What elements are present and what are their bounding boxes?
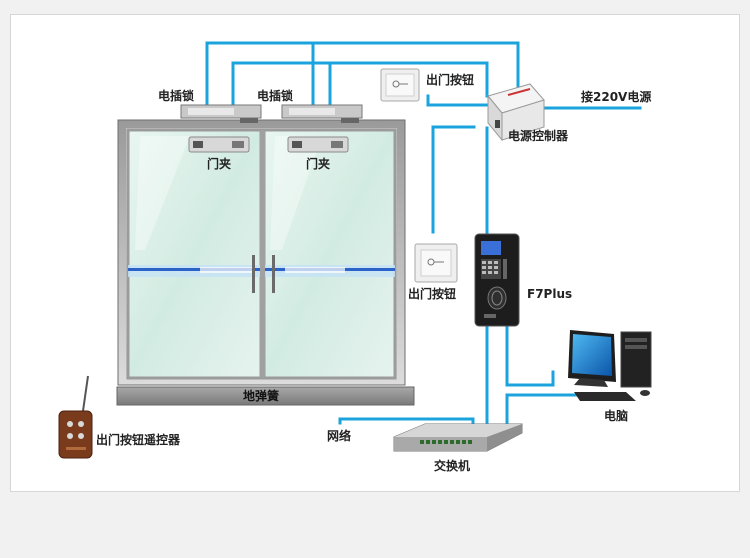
computer-label: 电脑 xyxy=(604,409,629,423)
exit-button-icon xyxy=(380,68,420,102)
lock-left-label: 电插锁 xyxy=(158,89,195,103)
switch-label: 交换机 xyxy=(434,459,471,473)
remote-label: 出门按钮遥控器 xyxy=(96,433,181,447)
wiring xyxy=(205,41,642,425)
electric-lock-icon xyxy=(281,104,363,123)
network-switch-icon xyxy=(393,423,523,452)
exit-button-icon xyxy=(414,243,458,283)
power-source-label: 接220V电源 xyxy=(581,90,652,104)
clamp-right-label: 门夹 xyxy=(306,157,331,171)
door-clamp-icon xyxy=(188,136,250,153)
remote-control-icon xyxy=(58,375,93,459)
power-controller-icon xyxy=(487,83,545,142)
double-glass-door xyxy=(117,119,406,386)
floor-spring-bar xyxy=(116,386,415,406)
computer-icon xyxy=(568,330,652,401)
exit-button-top-label: 出门按钮 xyxy=(426,73,475,87)
device-model-label: F7Plus xyxy=(527,287,573,301)
exit-button-mid-label: 出门按钮 xyxy=(408,287,457,301)
electric-lock-icon xyxy=(180,104,262,123)
network-label: 网络 xyxy=(327,429,352,443)
fingerprint-terminal-icon xyxy=(474,233,520,327)
lock-right-label: 电插锁 xyxy=(257,89,294,103)
floor-spring-label: 地弹簧 xyxy=(243,389,280,403)
clamp-left-label: 门夹 xyxy=(207,157,232,171)
door-clamp-icon xyxy=(287,136,349,153)
power-controller-label: 电源控制器 xyxy=(508,129,569,143)
